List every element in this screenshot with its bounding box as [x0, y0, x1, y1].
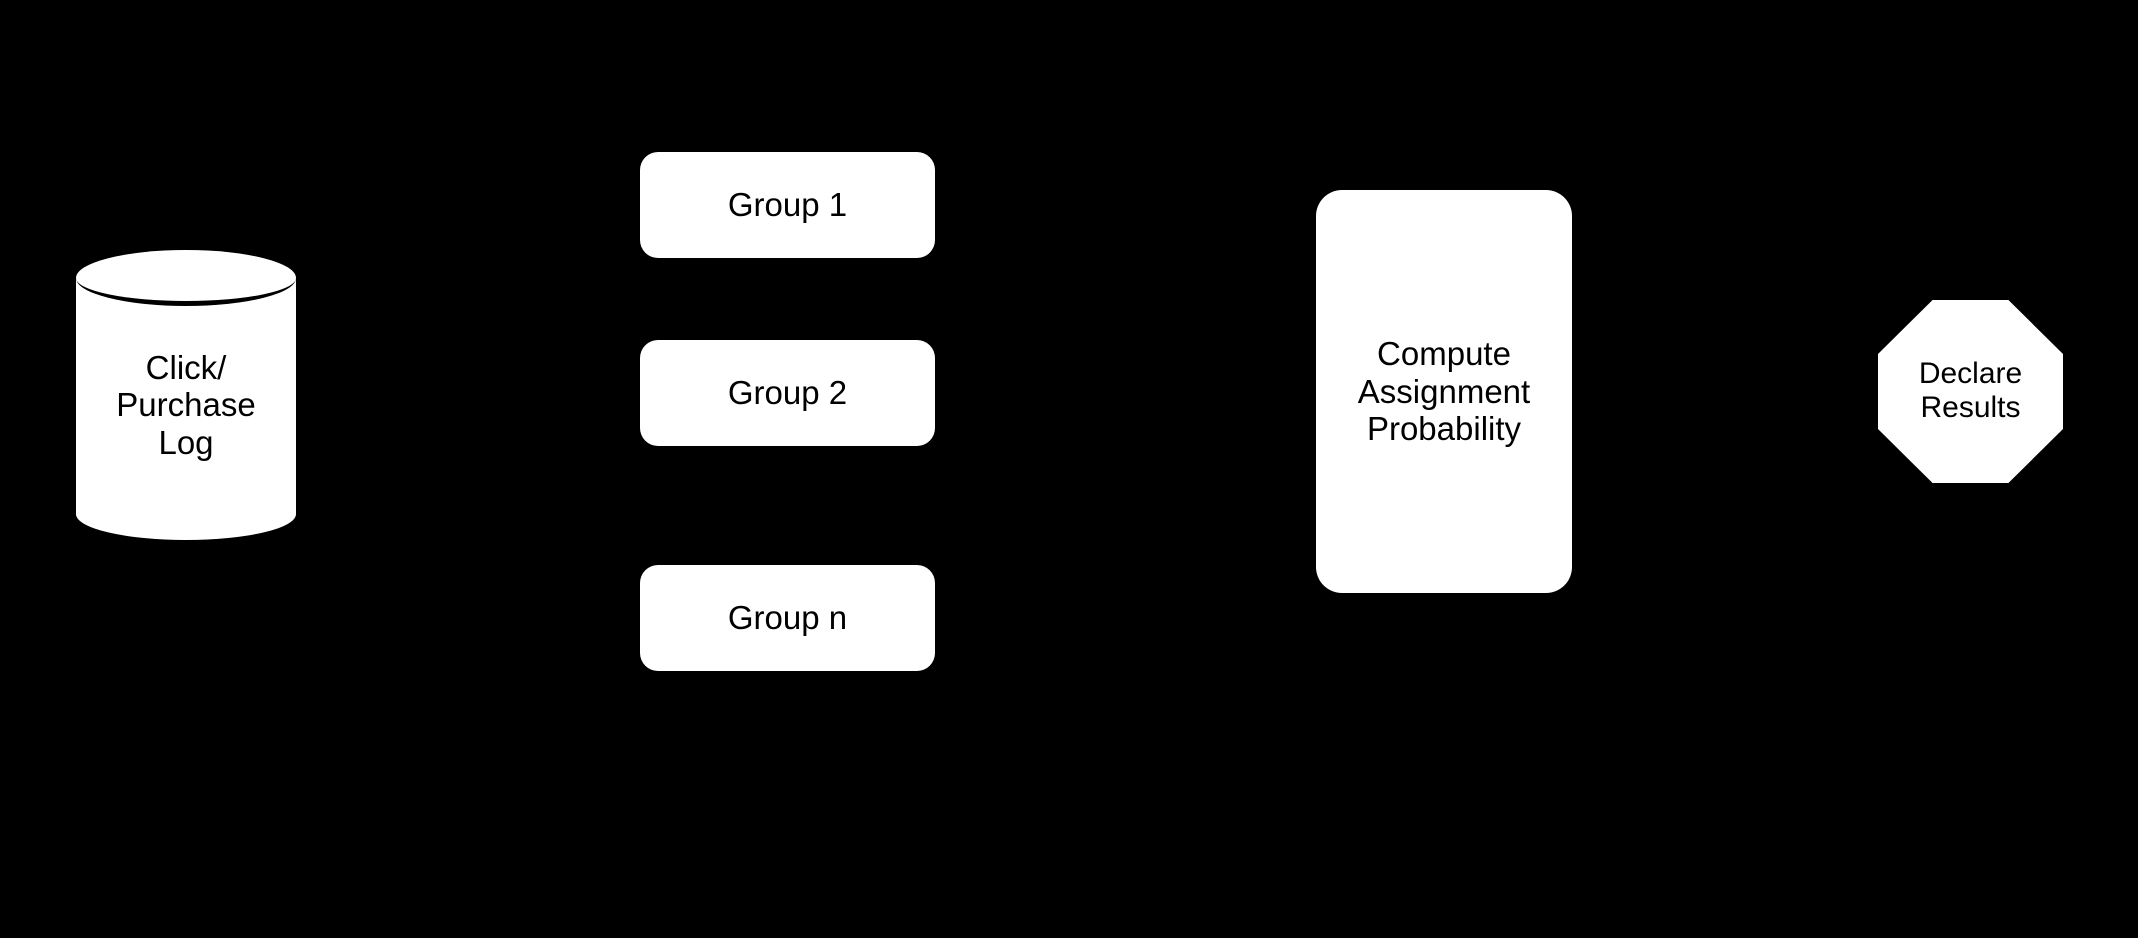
node-label-declare-results: Declare Results — [1918, 357, 2023, 425]
node-label-compute-assignment-probability: Compute Assignment Probability — [1357, 335, 1531, 448]
node-group-n[interactable]: Group n — [640, 565, 935, 671]
node-declare-results[interactable]: Declare Results — [1878, 300, 2063, 483]
node-label-group-1: Group 1 — [727, 186, 848, 224]
cylinder-top-ellipse — [76, 250, 296, 306]
cylinder-body — [76, 278, 296, 514]
node-compute-assignment-probability[interactable]: Compute Assignment Probability — [1316, 190, 1572, 593]
node-label-group-2: Group 2 — [727, 374, 848, 412]
node-click-purchase-log[interactable]: Click/ Purchase Log — [76, 250, 296, 540]
cylinder-bottom-ellipse — [76, 488, 296, 540]
node-group-2[interactable]: Group 2 — [640, 340, 935, 446]
node-group-1[interactable]: Group 1 — [640, 152, 935, 258]
node-label-group-n: Group n — [727, 599, 848, 637]
